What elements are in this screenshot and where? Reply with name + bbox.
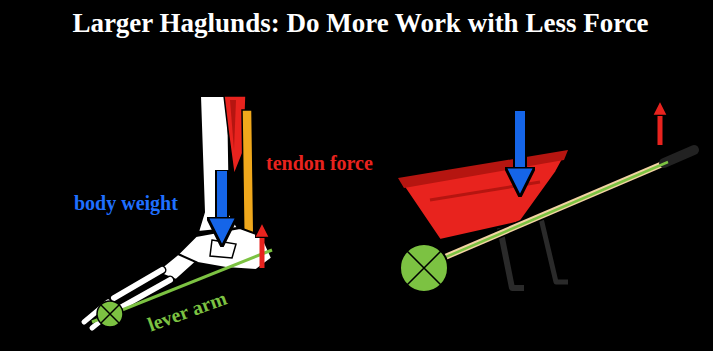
title: Larger Haglunds: Do More Work with Less …: [4, 8, 713, 39]
force-label: body weight: [74, 192, 178, 215]
force-label: tendon force: [266, 152, 373, 175]
wheelbarrow-illustration: [398, 108, 694, 292]
lever-label: lever arm: [145, 287, 230, 337]
